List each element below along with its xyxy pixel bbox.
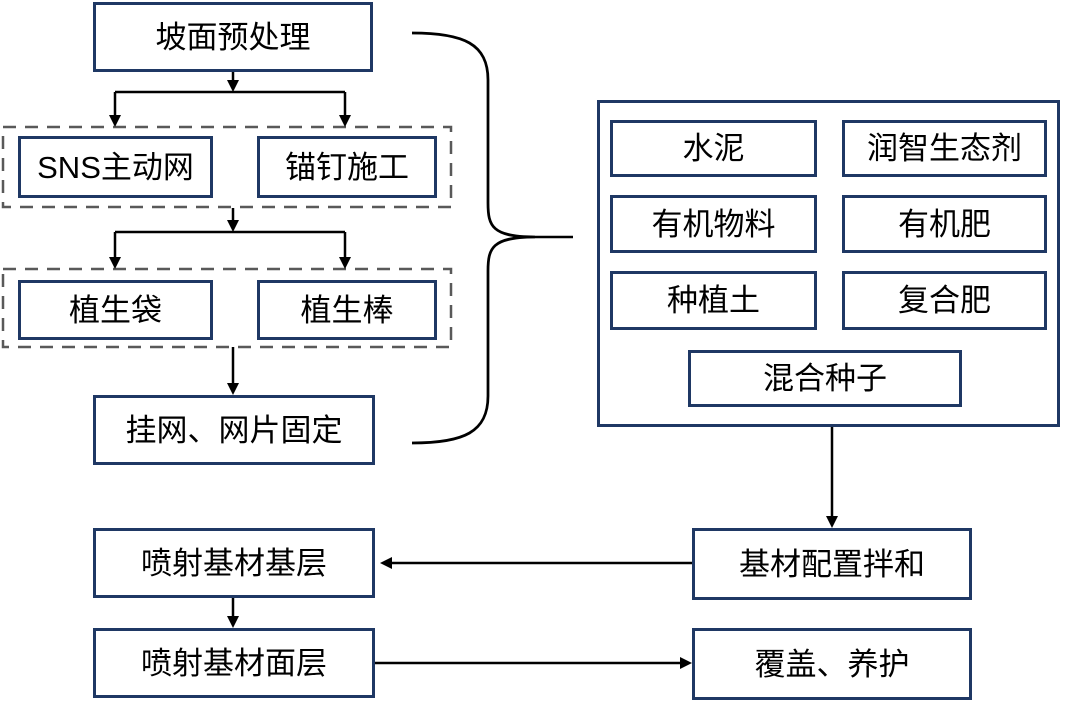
node-organic-material: 有机物料 <box>610 195 817 253</box>
node-vegetation-rod: 植生棒 <box>257 280 437 340</box>
arrowhead-split1 <box>227 80 239 92</box>
node-spray-substrate-base: 喷射基材基层 <box>93 528 375 598</box>
arrowhead-vbag <box>109 257 121 269</box>
node-label: 坡面预处理 <box>155 19 311 55</box>
arrowhead-vrod <box>339 257 351 269</box>
node-label: 锚钉施工 <box>285 149 409 185</box>
node-label: 植生袋 <box>69 292 162 328</box>
node-substrate-mixing: 基材配置拌和 <box>692 528 972 600</box>
node-hang-net-fixing: 挂网、网片固定 <box>93 395 375 465</box>
arrowhead-cover <box>680 657 692 669</box>
arrowhead-spraysurface <box>227 616 239 628</box>
arrowhead-hangnet <box>227 383 239 395</box>
node-label: 喷射基材基层 <box>141 545 327 581</box>
node-label: 水泥 <box>682 131 745 166</box>
arrowhead-sns <box>109 115 121 127</box>
node-cement: 水泥 <box>610 120 817 177</box>
node-runzhi-eco-agent: 润智生态剂 <box>842 120 1047 177</box>
node-label: 复合肥 <box>898 283 991 318</box>
arrowhead-split2 <box>227 220 239 232</box>
node-label: 植生棒 <box>300 292 394 328</box>
node-spray-substrate-surface: 喷射基材面层 <box>93 628 375 698</box>
node-vegetation-bag: 植生袋 <box>18 280 213 340</box>
node-slope-pretreatment: 坡面预处理 <box>93 2 373 72</box>
node-label: 有机肥 <box>898 206 991 242</box>
node-label: 覆盖、养护 <box>754 646 910 682</box>
node-compound-fertilizer: 复合肥 <box>842 271 1047 330</box>
node-organic-fertilizer: 有机肥 <box>842 195 1047 253</box>
node-label: SNS主动网 <box>37 149 194 185</box>
arrowhead-anchor <box>339 115 351 127</box>
node-label: 喷射基材面层 <box>141 645 327 681</box>
curly-brace <box>411 31 536 445</box>
node-label: 挂网、网片固定 <box>125 412 343 448</box>
node-label: 有机物料 <box>651 206 776 242</box>
node-label: 混合种子 <box>763 361 887 396</box>
node-anchor-bolt-construction: 锚钉施工 <box>257 136 437 198</box>
node-cover-maintenance: 覆盖、养护 <box>692 628 972 700</box>
arrowhead-mixing <box>826 516 838 528</box>
node-label: 润智生态剂 <box>867 131 1022 166</box>
node-mixed-seeds: 混合种子 <box>688 350 962 407</box>
node-planting-soil: 种植土 <box>610 271 817 330</box>
node-sns-active-net: SNS主动网 <box>18 136 213 198</box>
node-label: 基材配置拌和 <box>739 546 925 582</box>
node-label: 种植土 <box>667 283 760 318</box>
arrowhead-spraybase <box>380 557 392 569</box>
